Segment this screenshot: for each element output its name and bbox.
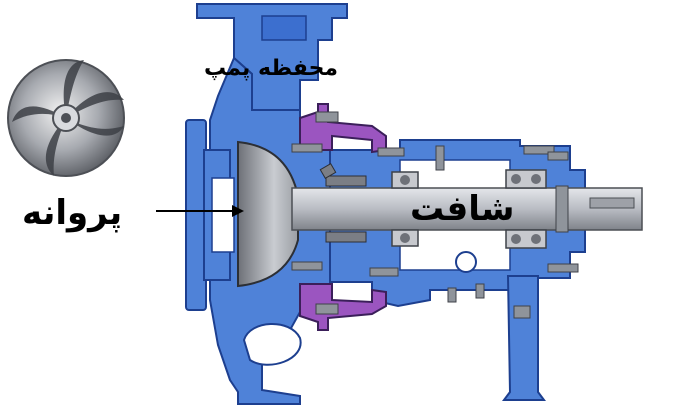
oil-sight-glass bbox=[455, 251, 477, 273]
support-foot bbox=[502, 275, 546, 401]
arrow-right-icon bbox=[156, 205, 244, 217]
shaft bbox=[291, 187, 643, 231]
shaft-keyway bbox=[589, 197, 635, 209]
shaft-label: شافت bbox=[410, 189, 515, 229]
discharge-port bbox=[261, 15, 307, 41]
gland-lower bbox=[299, 283, 387, 331]
foot-bolt bbox=[513, 305, 531, 319]
bearing-outboard bbox=[505, 169, 547, 249]
volute-bottom-loop bbox=[242, 323, 302, 366]
discharge-flange bbox=[196, 3, 348, 111]
impeller-photo-icon bbox=[7, 59, 125, 177]
suction-inlet bbox=[211, 177, 235, 253]
casing-bolts bbox=[291, 111, 579, 315]
impeller-section bbox=[237, 140, 299, 288]
pump-casing-label: محفظه پمپ bbox=[204, 56, 339, 81]
mechanical-seal bbox=[319, 162, 367, 243]
impeller-label: پروانه bbox=[22, 193, 123, 233]
bearing-inboard bbox=[391, 171, 419, 247]
